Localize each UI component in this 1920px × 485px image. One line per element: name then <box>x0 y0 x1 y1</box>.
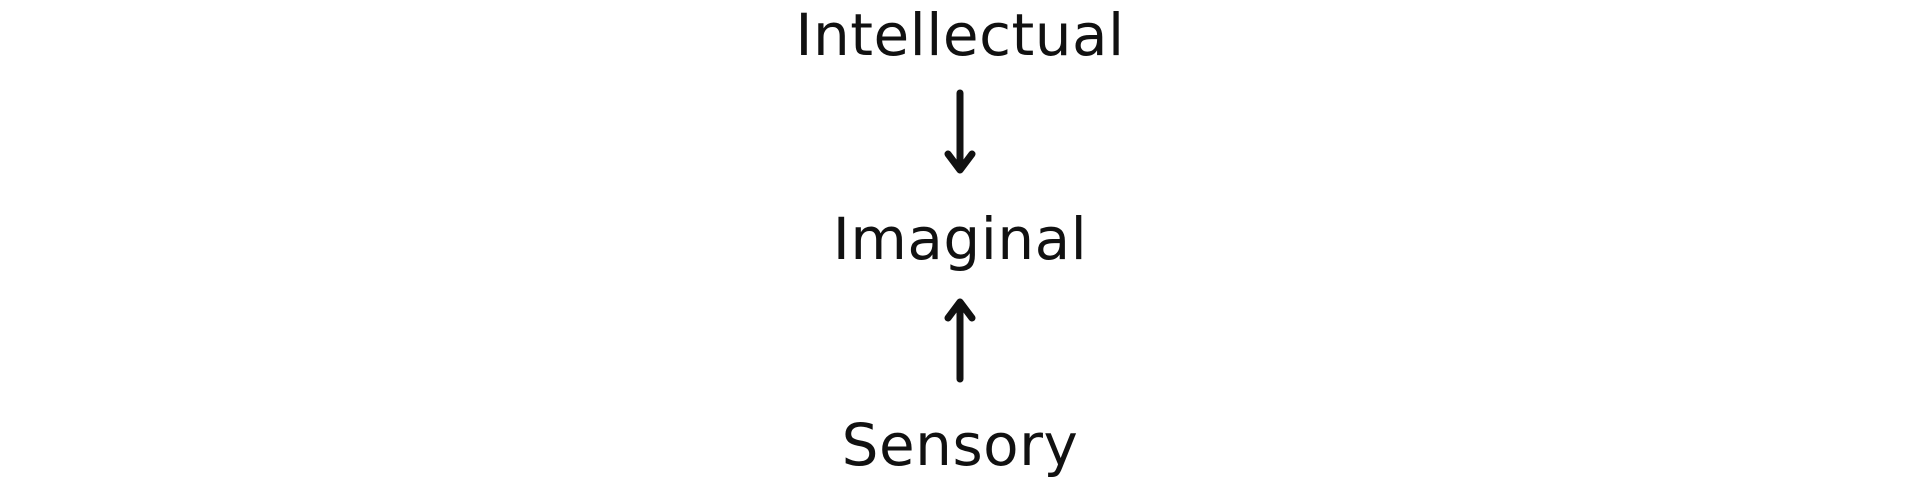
arrow-up-icon <box>944 298 976 383</box>
node-sensory-label: Sensory <box>841 411 1079 479</box>
node-imaginal-label: Imaginal <box>832 205 1088 273</box>
node-intellectual-label: Intellectual <box>795 1 1125 69</box>
arrow-down-icon <box>944 89 976 174</box>
